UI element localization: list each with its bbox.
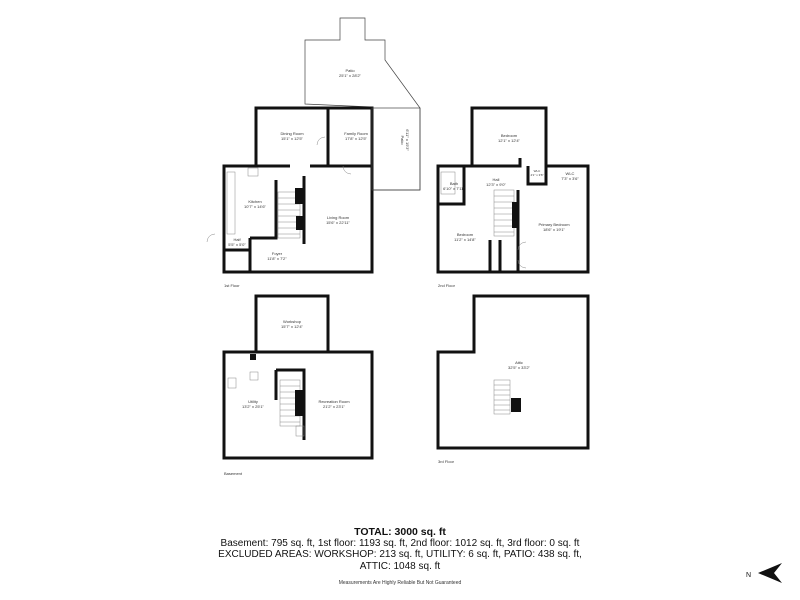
room-dims: 11'8" x 7'2": [267, 256, 287, 261]
room-dims: 15'6" x 22'11": [326, 220, 350, 225]
room-dims: 12'3" x 9'0": [486, 182, 506, 187]
bedroom-top-wall: [470, 158, 522, 168]
room-name: Attic: [515, 360, 523, 365]
room-dims: 17'8" x 12'5": [345, 136, 368, 141]
kitchen-wall: [250, 180, 278, 240]
closet-wall: [488, 240, 502, 272]
second-floor-walls: [436, 106, 590, 274]
basement-plan: Workshop 15'7" x 12'4" Utility 13'2" x 2…: [222, 294, 374, 476]
door-swing: [206, 233, 216, 243]
room-name: WLC: [566, 171, 575, 176]
door-swing: [342, 165, 352, 175]
hall-wall: [438, 166, 466, 206]
basement-walls: [222, 294, 374, 460]
first-floor-stairs: [277, 191, 301, 239]
room-name: Living Room: [327, 215, 350, 220]
room-dims: 15'1" x 12'5": [281, 136, 304, 141]
wic-wall: [526, 166, 548, 186]
floor-plan: Patio 25'1" x 28'2" Dining Room 15'1" x …: [206, 17, 590, 476]
room-name: Dining Room: [280, 131, 304, 136]
room-dims: 13'2" x 25'1": [242, 404, 265, 409]
bathtub: [440, 171, 456, 195]
room-name: Bedroom: [501, 133, 518, 138]
room-name: Hall: [493, 177, 500, 182]
room-dims: 21'2" x 23'1": [323, 404, 346, 409]
room-name: Bedroom: [457, 232, 474, 237]
second-floor-stairs: [493, 189, 515, 237]
room-dims: 12'1" x 12'4": [498, 138, 521, 143]
chimney-block: [295, 390, 303, 416]
first-floor-plan: Patio 25'1" x 28'2" Dining Room 15'1" x …: [206, 17, 421, 288]
room-dims: 7'3" x 3'6": [561, 176, 579, 181]
floor-label: 3rd Floor: [438, 459, 455, 464]
room-dims: 6'11" x 19'3": [405, 129, 410, 151]
room-dims: 4'1" x 3'6": [530, 173, 543, 177]
room-name: Foyer: [272, 251, 283, 256]
column-block: [296, 216, 303, 230]
kitchen-counter: [226, 171, 236, 235]
disclaimer: Measurements Are Highly Reliable But Not…: [338, 580, 462, 586]
room-name: Bath: [450, 181, 458, 186]
utility-wall: [276, 368, 306, 440]
floor-label: 2nd Floor: [438, 283, 456, 288]
door-swing: [517, 241, 527, 251]
door-swing: [316, 136, 326, 146]
room-name: Half: [233, 237, 241, 242]
room-dims: 25'1" x 28'2": [339, 73, 362, 78]
excluded-areas: EXCLUDED AREAS: WORKSHOP: 213 sq. ft, UT…: [218, 549, 582, 560]
compass-icon: N: [746, 563, 782, 583]
room-name: Primary Bedroom: [538, 222, 570, 227]
room-dims: 15'7" x 12'4": [281, 324, 304, 329]
room-name: Workshop: [283, 319, 302, 324]
north-label: N: [746, 572, 751, 579]
kitchen-island: [247, 167, 259, 177]
chimney-block: [511, 398, 521, 412]
attic-walls: [436, 294, 590, 450]
floor-label: Basement: [224, 471, 243, 476]
room-dims: 32'5" x 33'2": [508, 365, 531, 370]
door-swing: [517, 259, 527, 269]
room-dims: 11'2" x 14'8": [454, 237, 476, 242]
room-dims: 6'10" x 7'11": [443, 186, 465, 191]
room-name: Family Room: [344, 131, 368, 136]
north-arrow: N: [744, 562, 784, 589]
attic-stairs: [493, 379, 511, 415]
attic-area: ATTIC: 1048 sq. ft: [359, 561, 441, 572]
chimney-block: [295, 188, 303, 204]
chimney-block: [512, 202, 519, 228]
utility-fixture: [295, 425, 305, 437]
room-name: Kitchen: [248, 199, 261, 204]
utility-fixture: [227, 377, 237, 389]
room-name: Utility: [248, 399, 258, 404]
room-name: Recreation Room: [318, 399, 350, 404]
room-name: WLC: [534, 169, 542, 173]
floor-areas: Basement: 795 sq. ft, 1st floor: 1193 sq…: [220, 538, 580, 549]
second-floor-plan: Bedroom 12'1" x 12'4" Bath 6'10" x 7'11"…: [436, 106, 590, 288]
column-block: [250, 354, 256, 360]
third-floor-plan: Attic 32'5" x 33'2" 3rd Floor: [436, 294, 590, 464]
side-patio-outline: [371, 107, 421, 191]
room-dims: 5'5" x 5'0": [228, 242, 246, 247]
utility-fixture: [249, 371, 259, 381]
room-name: Patio: [400, 135, 405, 145]
floor-label: 1st Floor: [224, 283, 240, 288]
room-dims: 18'6" x 19'1": [543, 227, 566, 232]
room-name: Patio: [345, 68, 355, 73]
total-area: TOTAL: 3000 sq. ft: [354, 526, 446, 538]
room-dims: 10'7" x 14'6": [244, 204, 267, 209]
patio-outline: [304, 17, 421, 191]
